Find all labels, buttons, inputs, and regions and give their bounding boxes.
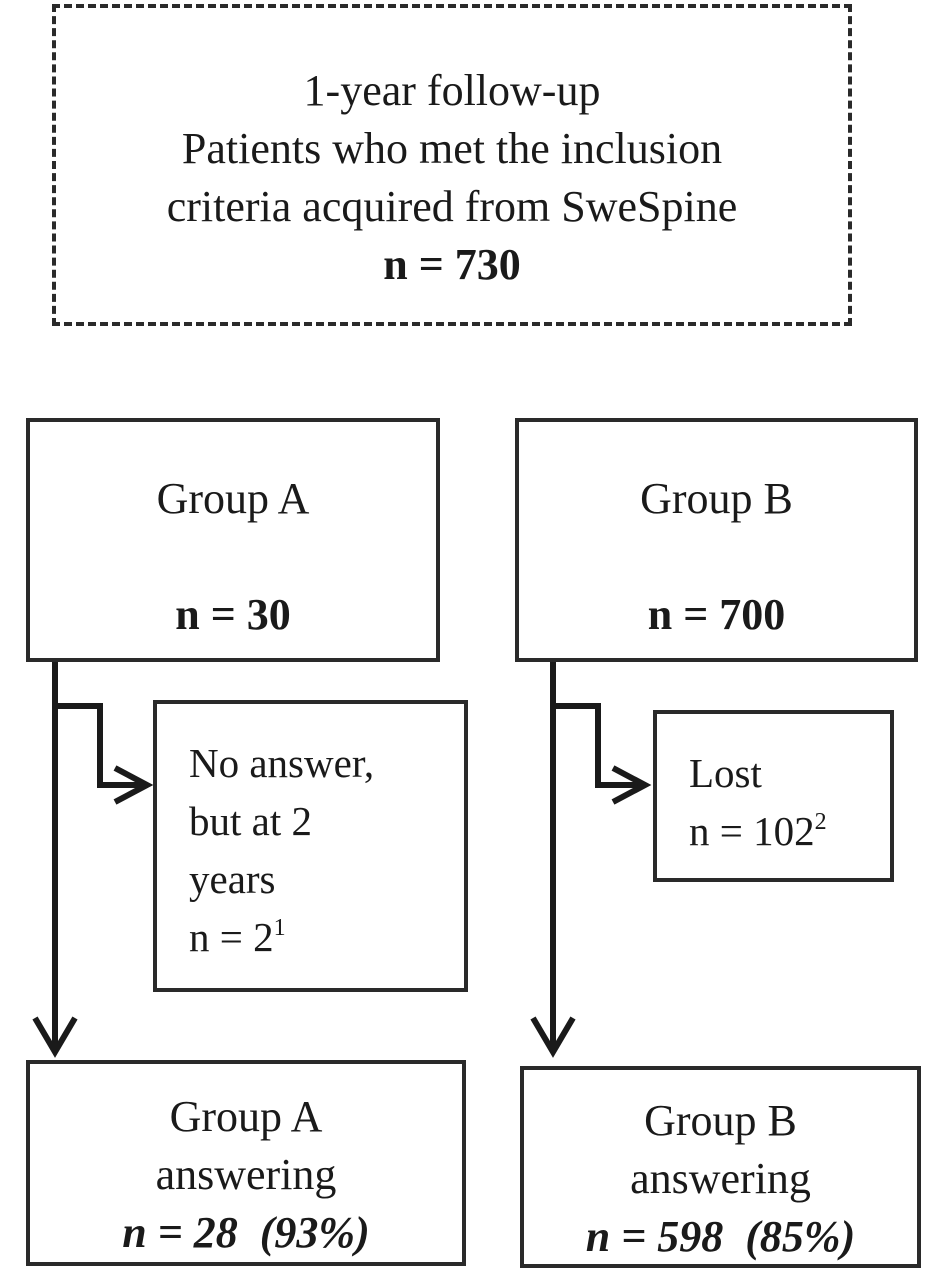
group-a-down-arrowhead: [32, 1016, 78, 1058]
group-a-answering-title: Group A: [169, 1092, 323, 1141]
lost-count-line: n = 1022: [689, 802, 890, 860]
group-b-answering-box: Group B answering n = 598 (85%): [520, 1066, 921, 1268]
group-a-title: Group A: [156, 474, 310, 523]
group-b-box: Group B n = 700: [515, 418, 918, 662]
lost-count: n = 102: [689, 808, 815, 854]
group-b-answering-count: n = 598: [585, 1212, 724, 1261]
group-a-branch-line: [55, 703, 145, 788]
no-answer-count-line: n = 21: [189, 908, 464, 966]
inclusion-box: 1-year follow-up Patients who met the in…: [52, 4, 852, 326]
group-b-answering-result: n = 598 (85%): [524, 1208, 917, 1266]
group-b-branch-arrowhead: [611, 765, 652, 805]
group-b-branch-line: [553, 703, 643, 788]
total-count: n = 730: [383, 240, 521, 289]
group-a-count: n = 30: [175, 590, 291, 639]
group-a-answering-label: answering: [155, 1150, 337, 1199]
no-answer-line-2: but at 2: [189, 798, 312, 844]
footnote-marker-2: 2: [814, 809, 827, 835]
group-a-box: Group A n = 30: [26, 418, 440, 662]
group-a-answering-result: n = 28 (93%): [30, 1204, 462, 1262]
group-b-count: n = 700: [647, 590, 786, 639]
group-b-down-arrowhead: [530, 1016, 576, 1058]
lost-box: Lost n = 1022: [653, 710, 894, 882]
lost-label: Lost: [689, 750, 762, 796]
inclusion-line-1: Patients who met the inclusion: [181, 124, 723, 173]
group-a-branch-arrowhead: [113, 765, 154, 805]
no-answer-count: n = 2: [189, 914, 274, 960]
group-b-answering-label: answering: [630, 1154, 811, 1203]
inclusion-line-2: criteria acquired from SweSpine: [166, 182, 738, 231]
footnote-marker-1: 1: [273, 915, 286, 941]
followup-label: 1-year follow-up: [303, 66, 601, 115]
group-a-answering-count: n = 28: [122, 1208, 238, 1257]
no-answer-line-1: No answer,: [189, 740, 375, 786]
group-b-answering-title: Group B: [644, 1096, 797, 1145]
group-b-title: Group B: [640, 474, 793, 523]
no-answer-line-3: years: [189, 856, 276, 902]
group-a-answering-percent: (93%): [259, 1208, 370, 1257]
group-a-answering-box: Group A answering n = 28 (93%): [26, 1060, 466, 1266]
no-answer-box: No answer, but at 2 years n = 21: [153, 700, 468, 992]
group-b-answering-percent: (85%): [745, 1212, 856, 1261]
